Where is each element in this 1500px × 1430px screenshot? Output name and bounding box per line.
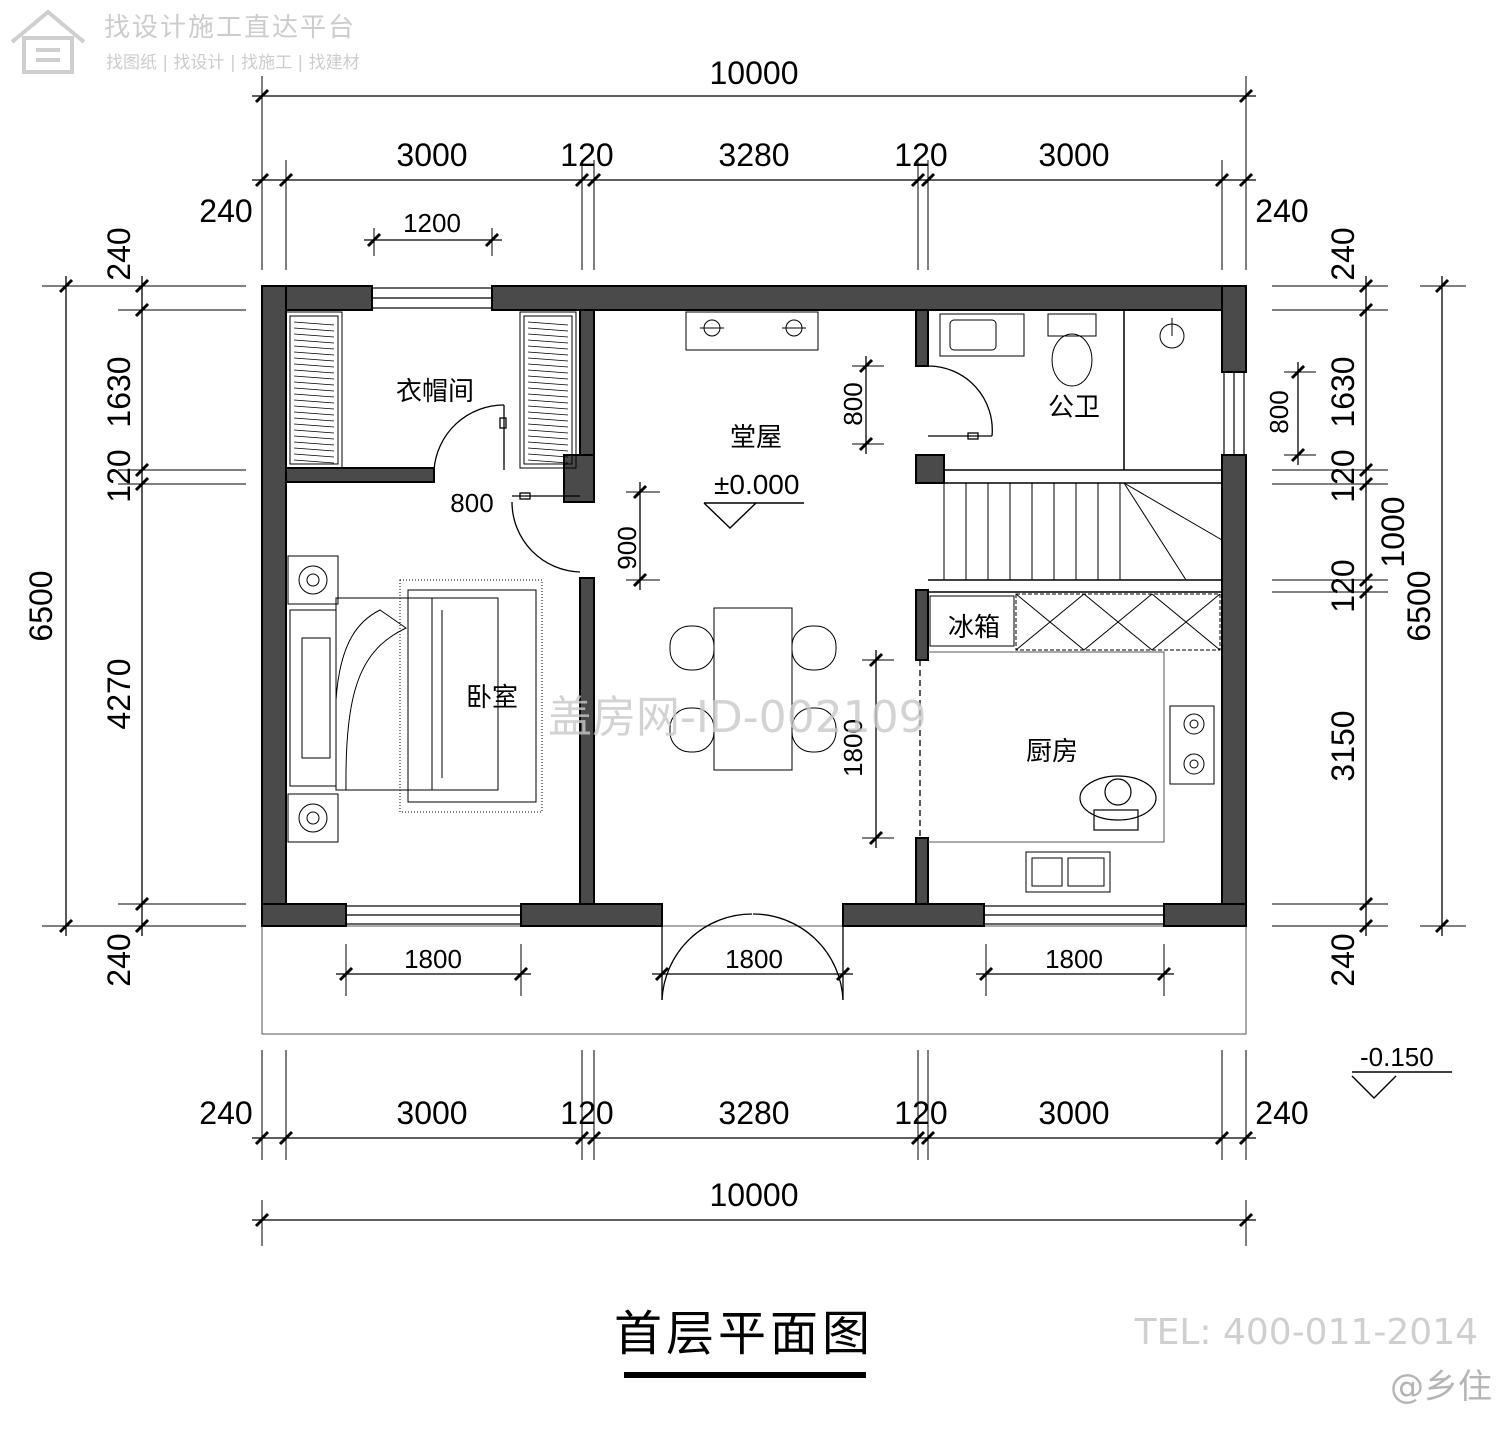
dim-top-side-right: 240 [1255, 193, 1308, 229]
dim-right-total: 6500 [1401, 570, 1437, 641]
dim-right-part-5: 120 [1325, 559, 1361, 612]
dim-top-part-2: 120 [560, 137, 613, 173]
dim-door-main: 1800 [725, 944, 783, 974]
dim-top-part-5: 3000 [1038, 137, 1109, 173]
hall-level-mark [703, 502, 804, 529]
dim-left-part-1: 240 [101, 227, 137, 280]
toilet [1047, 313, 1097, 387]
dim-door-bed-v: 900 [612, 526, 642, 569]
dim-bottom-total: 10000 [710, 1177, 799, 1213]
dim-kitchen-opening-v: 1800 [838, 719, 868, 777]
room-label-bedroom: 卧室 [466, 683, 518, 713]
dim-top-part-4: 120 [894, 137, 947, 173]
room-label-kitchen: 厨房 [1026, 737, 1078, 767]
wardrobe-left [285, 311, 343, 469]
dim-right-part-3: 120 [1325, 449, 1361, 502]
staircase [943, 482, 1223, 581]
gas-stove [1169, 705, 1215, 785]
logo-icon [10, 9, 86, 74]
dim-right-part-4: 1000 [1375, 496, 1411, 567]
dim-bottom-side-right: 240 [1255, 1095, 1308, 1131]
dim-bottom-part-2: 120 [560, 1095, 613, 1131]
dim-right-part-2: 1630 [1325, 356, 1361, 427]
dim-window-cloak: 1200 [403, 208, 461, 238]
dim-top-part-1: 3000 [396, 137, 467, 173]
dim-bottom-side-left: 240 [199, 1095, 252, 1131]
altar-table [685, 311, 819, 351]
dim-left-part-2: 1630 [101, 356, 137, 427]
kitchen-counter [928, 651, 1165, 843]
dim-top-total: 10000 [710, 55, 799, 91]
dim-left-part-3: 120 [101, 449, 137, 502]
hall-level-value: ±0.000 [714, 469, 799, 500]
upper-cabinets [1015, 593, 1221, 651]
dim-bottom-part-3: 3280 [718, 1095, 789, 1131]
dim-left-part-5: 240 [101, 933, 137, 986]
dim-left-total: 6500 [23, 570, 59, 641]
dining-table-set [669, 607, 837, 771]
tel-watermark: TEL: 400-011-2014 [1134, 1312, 1478, 1353]
handle-watermark: @乡住 [1390, 1367, 1492, 1407]
brand-line-1: 找设计施工直达平台 [104, 13, 356, 43]
room-label-fridge: 冰箱 [948, 613, 1000, 643]
dim-bottom-part-4: 120 [894, 1095, 947, 1131]
nightstand-top [287, 555, 339, 605]
dim-bottom-part-1: 3000 [396, 1095, 467, 1131]
wardrobe-right [519, 311, 577, 469]
dim-door-cloak: 800 [450, 488, 493, 518]
refrigerator [929, 595, 1015, 647]
dim-top-part-3: 3280 [718, 137, 789, 173]
dim-window-bed: 1800 [404, 944, 462, 974]
dim-door-bath-v: 800 [838, 382, 868, 425]
room-label-hall: 堂屋 [730, 423, 782, 453]
dim-top-side-left: 240 [199, 193, 252, 229]
dim-bottom-part-5: 3000 [1038, 1095, 1109, 1131]
dim-right-part-6: 3150 [1325, 710, 1361, 781]
light-partitions [928, 310, 1222, 593]
walls [261, 285, 1247, 927]
shower-head [1159, 318, 1185, 349]
cook-figure-icon [1079, 775, 1157, 831]
front-terrace-outline [261, 925, 1247, 1035]
dim-right-part-1: 240 [1325, 227, 1361, 280]
dim-window-bath-v: 800 [1264, 390, 1294, 433]
center-watermark: 盖房网-ID-002109 [548, 692, 927, 743]
washbasin [939, 313, 1025, 357]
windows [345, 287, 1245, 925]
outdoor-level-mark [1351, 1071, 1452, 1099]
dim-window-kitchen: 1800 [1045, 944, 1103, 974]
outdoor-level-value: -0.150 [1360, 1042, 1434, 1072]
dimension-lines [42, 76, 1466, 1246]
title-underline [624, 1372, 866, 1378]
brand-line-2: 找图纸 | 找设计 | 找施工 | 找建材 [106, 53, 360, 73]
room-label-bathroom: 公卫 [1048, 393, 1100, 423]
nightstand-bottom [287, 793, 339, 843]
sink [1025, 851, 1111, 893]
room-label-cloakroom: 衣帽间 [396, 377, 474, 407]
dim-left-part-4: 4270 [101, 658, 137, 729]
dim-right-part-7: 240 [1325, 933, 1361, 986]
bed [289, 579, 543, 813]
drawing-title: 首层平面图 [614, 1306, 874, 1362]
